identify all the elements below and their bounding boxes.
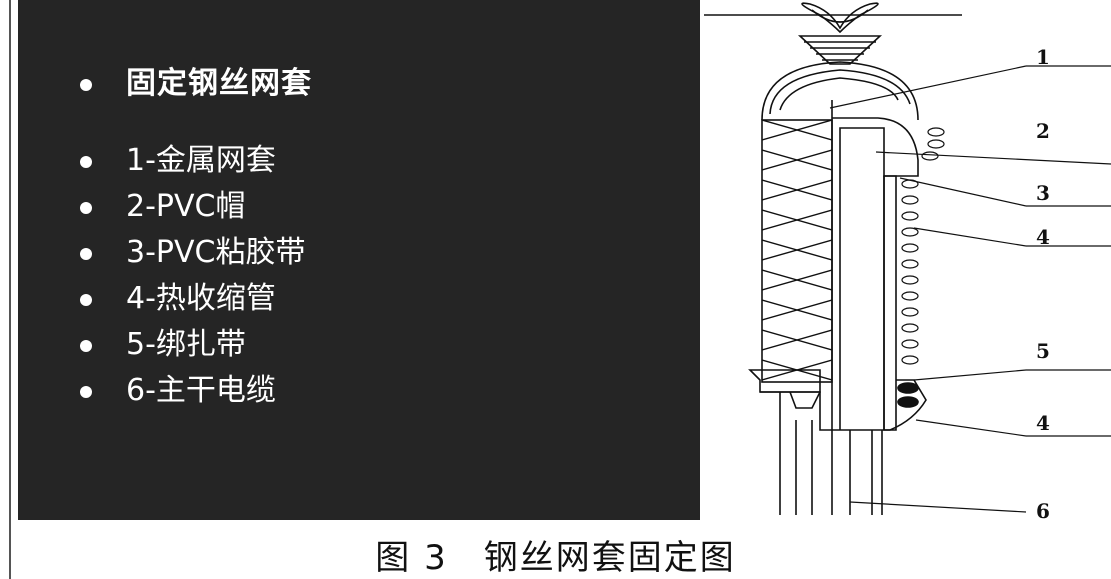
callout-label-2: 2 (1036, 119, 1050, 143)
bullet-icon (80, 155, 92, 168)
callout-label-3: 3 (1036, 181, 1050, 205)
bullet-icon (80, 293, 92, 306)
bullet-icon (80, 339, 92, 352)
bullet-icon (80, 247, 92, 260)
bullet-icon (80, 201, 92, 214)
legend-item-text: 5-绑扎带 (126, 327, 246, 362)
mesh-weave (762, 120, 832, 381)
binding-band (897, 396, 919, 408)
callout-label-5: 5 (1036, 339, 1050, 363)
slide-panel: 固定钢丝网套 1-金属网套 2-PVC帽 3-PVC粘胶带 4-热收缩管 5-绑… (18, 0, 700, 520)
mesh-dome (761, 61, 919, 121)
legend-item: 2-PVC帽 (80, 184, 305, 230)
left-border-rule (9, 0, 11, 579)
bullet-icon (80, 78, 92, 91)
bullet-icon (80, 385, 92, 398)
legend-item-text: 2-PVC帽 (126, 189, 246, 224)
legend-item: 5-绑扎带 (80, 322, 305, 368)
callout-label-4: 4 (1036, 225, 1050, 249)
legend-item-text: 6-主干电缆 (126, 373, 276, 408)
legend-item-text: 1-金属网套 (126, 143, 276, 178)
callout-label-4b: 4 (1036, 411, 1050, 435)
slide-heading: 固定钢丝网套 (80, 58, 312, 102)
pvc-cap (832, 117, 919, 430)
legend-item: 3-PVC粘胶带 (80, 230, 305, 276)
binding-band (897, 382, 919, 394)
heat-shrink-tube (883, 175, 897, 431)
legend-list: 1-金属网套 2-PVC帽 3-PVC粘胶带 4-热收缩管 5-绑扎带 6-主干… (80, 138, 305, 414)
legend-item: 4-热收缩管 (80, 276, 305, 322)
figure-caption: 图 3 钢丝网套固定图 (375, 538, 736, 578)
slide-heading-text: 固定钢丝网套 (126, 66, 312, 101)
eye-loop (801, 2, 879, 34)
leader-lines (829, 65, 1111, 513)
legend-item: 6-主干电缆 (80, 368, 305, 414)
heat-shrink-rings (901, 127, 945, 365)
legend-item: 1-金属网套 (80, 138, 305, 184)
callout-label-6: 6 (1036, 499, 1050, 520)
legend-item-text: 3-PVC粘胶带 (126, 235, 306, 270)
legend-item-text: 4-热收缩管 (126, 281, 276, 316)
wire-mesh-grip-diagram: 1 2 3 4 5 4 6 (704, 2, 1111, 520)
callout-label-1: 1 (1036, 45, 1050, 69)
